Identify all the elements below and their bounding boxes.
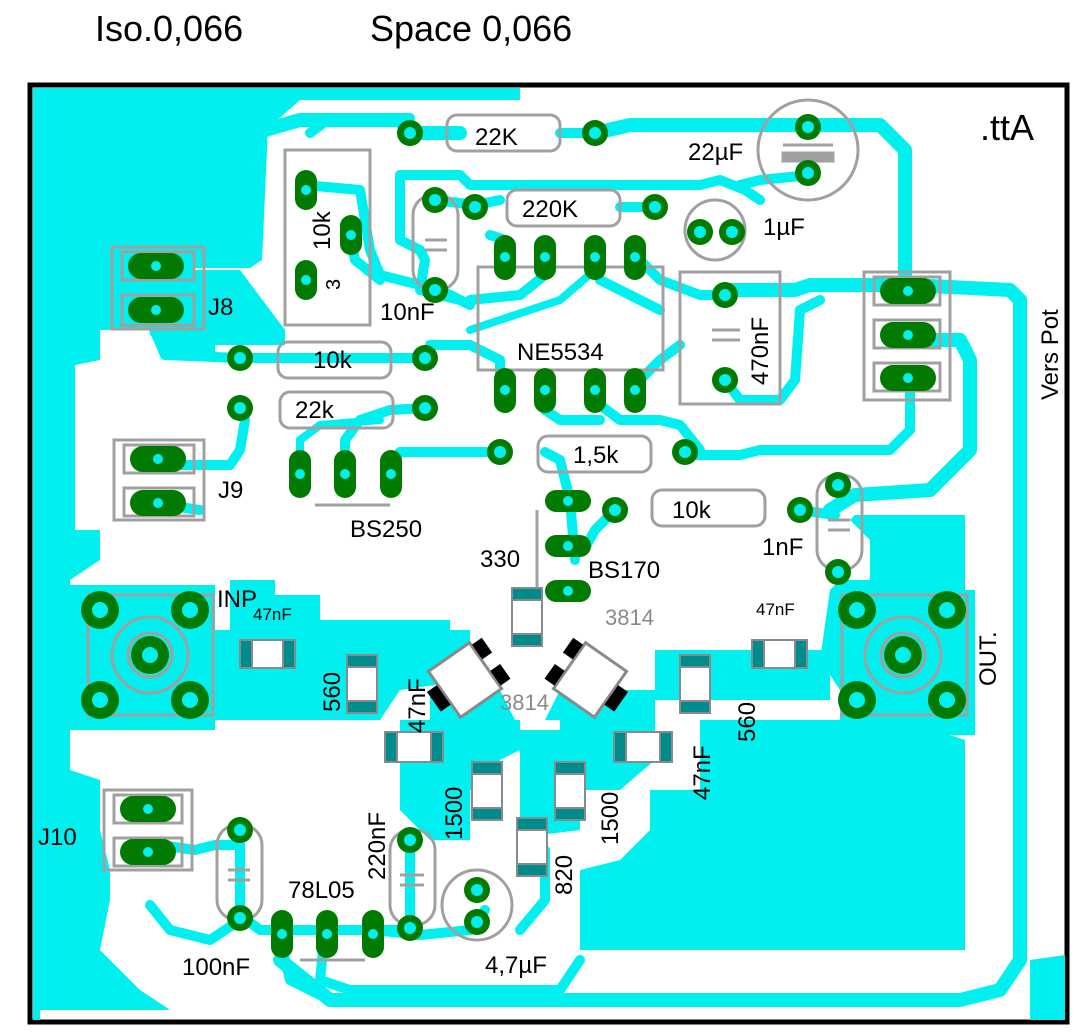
silkscreen-labels: .ttA 22K 22µF 220K 1µF 10k 3 10nF J8 NE5… <box>38 107 1064 981</box>
pot-3-label: 3 <box>323 279 345 290</box>
bs170-label: BS170 <box>588 557 660 584</box>
space-spacing-label: Space 0,066 <box>370 8 573 49</box>
r-1-5k-label: 1,5k <box>573 442 619 469</box>
inp-label: INP <box>217 586 257 613</box>
r-22K-label: 22K <box>475 124 518 151</box>
c-47nF-out-label: 47nF <box>756 600 795 619</box>
j9-label: J9 <box>218 477 243 504</box>
pot-10k-label: 10k <box>309 210 336 250</box>
bs250-label: BS250 <box>350 516 422 543</box>
c-1uF-label: 1µF <box>763 214 805 241</box>
c-1nF-label: 1nF <box>762 534 803 561</box>
att-label: .ttA <box>980 107 1034 148</box>
c-220nF-label: 220nF <box>364 812 391 880</box>
smd-passives <box>239 587 808 877</box>
vers-pot-label: Vers Pot <box>1037 309 1064 400</box>
r-820-label: 820 <box>551 855 578 895</box>
c-47nF-in-label: 47nF <box>253 605 292 624</box>
t-3814-mid-label: 3814 <box>500 690 549 715</box>
reg-78L05-label: 78L05 <box>288 877 355 904</box>
c-10nF-label: 10nF <box>380 299 435 326</box>
oval-pad-holes <box>143 185 913 939</box>
c-22uF-label: 22µF <box>688 139 743 166</box>
ic-ne5534-label: NE5534 <box>517 339 604 366</box>
c-47nF-left-label: 47nF <box>404 678 431 733</box>
out-label: OUT. <box>975 631 1002 686</box>
c-4-7uF-label: 4,7µF <box>485 952 547 979</box>
header: Iso.0,066 Space 0,066 <box>0 0 1086 80</box>
r-220K-label: 220K <box>522 196 578 223</box>
r-560-right-label: 560 <box>734 702 761 742</box>
c-470nF-label: 470nF <box>747 317 774 385</box>
r-560-left-label: 560 <box>319 672 346 712</box>
t-3814-top-label: 3814 <box>605 605 654 630</box>
iso-spacing-label: Iso.0,066 <box>95 8 244 49</box>
r-1500-right-label: 1500 <box>597 792 624 845</box>
c-100nF-label: 100nF <box>182 954 250 981</box>
r-330-label: 330 <box>480 546 520 573</box>
c-47nF-right-label: 47nF <box>689 745 716 800</box>
cap-symbols <box>228 143 850 887</box>
r-10k-b-label: 10k <box>672 497 712 524</box>
j10-label: J10 <box>38 824 77 851</box>
r-1500-left-label: 1500 <box>441 787 468 840</box>
r-10k-a-label: 10k <box>313 347 353 374</box>
r-22k-label: 22k <box>295 397 335 424</box>
smd-transistors <box>426 637 629 720</box>
j8-label: J8 <box>208 294 233 321</box>
